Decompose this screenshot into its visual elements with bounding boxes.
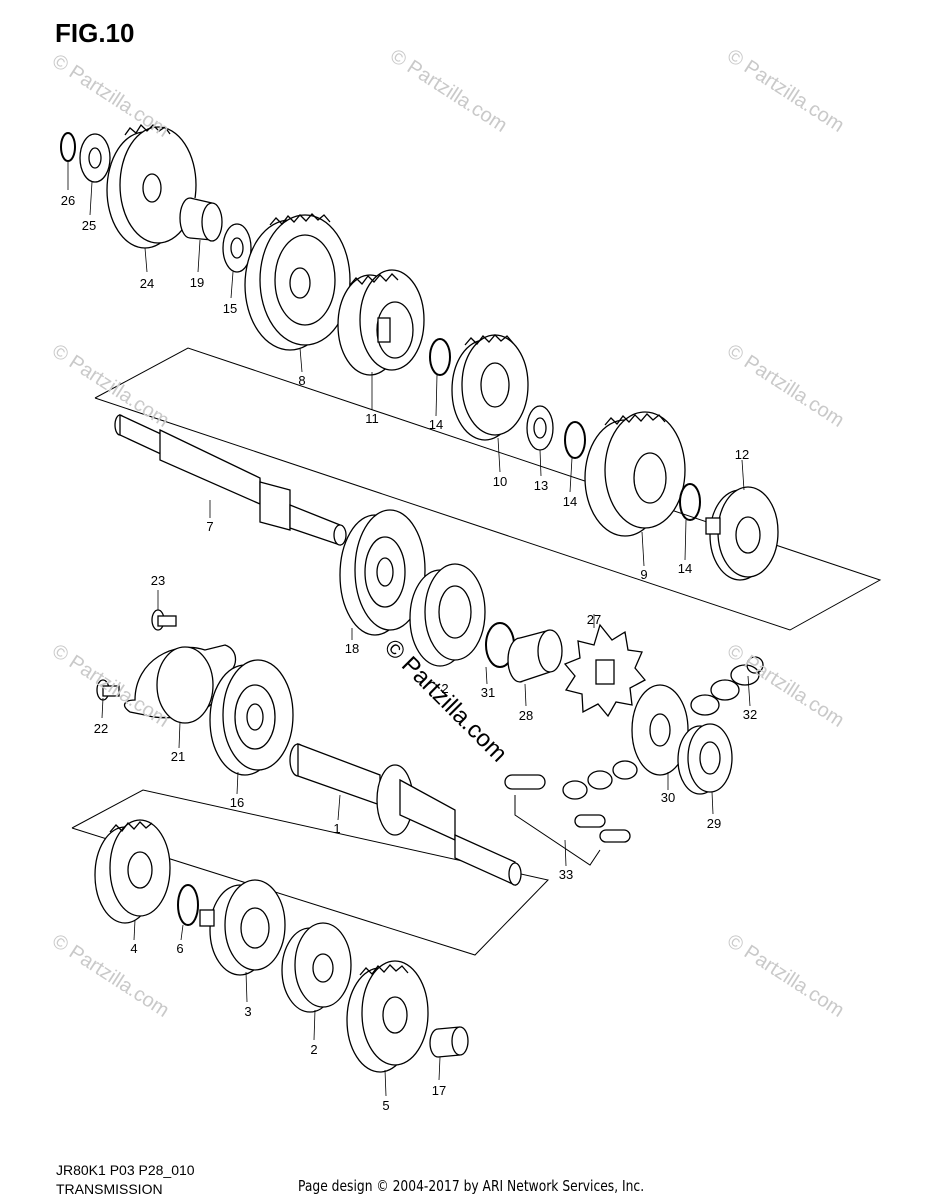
callout-27: 27 <box>586 612 602 627</box>
callout-10: 10 <box>492 474 508 489</box>
part-24-gear <box>106 123 197 249</box>
callout-26: 26 <box>60 193 76 208</box>
part-4-gear <box>94 819 171 924</box>
callout-14: 14 <box>428 417 444 432</box>
part-17-bushing <box>429 1026 469 1058</box>
callout-23: 23 <box>150 573 166 588</box>
part-28-spacer <box>507 629 563 683</box>
part-14-circlip-b <box>564 421 586 459</box>
part-7-countershaft <box>114 413 347 546</box>
leader-lines <box>67 162 751 1097</box>
callout-14: 14 <box>562 494 578 509</box>
part-3-gear <box>199 879 286 976</box>
page-credit: Page design © 2004-2017 by ARI Network S… <box>298 1177 645 1195</box>
callout-22: 22 <box>93 721 109 736</box>
diagram-subtitle: TRANSMISSION <box>56 1181 163 1197</box>
callout-33: 33 <box>558 867 574 882</box>
part-32-chain <box>690 656 764 716</box>
part-8-gear <box>244 213 351 351</box>
part-15-washer <box>222 223 252 273</box>
part-9-gear <box>584 411 686 537</box>
callout-18: 18 <box>344 641 360 656</box>
part-25-washer <box>79 133 111 183</box>
callout-1: 1 <box>333 821 341 836</box>
callout-7: 7 <box>206 519 214 534</box>
callout-17: 17 <box>431 1083 447 1098</box>
part-11-gear <box>337 269 425 376</box>
diagram-code: JR80K1 P03 P28_010 <box>56 1162 195 1178</box>
callout-2: 2 <box>310 1042 318 1057</box>
part-14-circlip-a <box>429 338 451 376</box>
group-frame-upper <box>94 347 882 631</box>
part-14-circlip-c <box>679 483 701 521</box>
callout-13: 13 <box>533 478 549 493</box>
part-13-lock-washer <box>526 405 554 451</box>
figure-title: FIG.10 <box>55 18 135 48</box>
part-19-bushing <box>179 197 223 242</box>
part-29-seal <box>677 723 733 795</box>
callout-8: 8 <box>298 373 306 388</box>
part-16-bearing <box>209 659 294 776</box>
callout-16: 16 <box>229 795 245 810</box>
part-1-mainshaft <box>289 743 522 887</box>
callout-3: 3 <box>244 1004 252 1019</box>
part-18-bearing <box>339 509 426 636</box>
callout-28: 28 <box>518 708 534 723</box>
callout-15: 15 <box>222 301 238 316</box>
group-frame-lower <box>71 789 549 956</box>
callout-4: 4 <box>130 941 138 956</box>
callout-24: 24 <box>139 276 155 291</box>
part-seal <box>409 563 486 667</box>
callout-29: 29 <box>706 816 722 831</box>
part-33-chain-joint <box>504 760 638 843</box>
part-26-circlip <box>60 132 76 162</box>
callout-19: 19 <box>189 275 205 290</box>
part-5-gear <box>346 960 429 1073</box>
callout-5: 5 <box>382 1098 390 1113</box>
part-6-circlip <box>177 884 199 926</box>
part-12-gear <box>705 486 779 581</box>
part-2-gear <box>281 922 352 1013</box>
callout-11: 11 <box>365 411 379 426</box>
part-23-screw <box>151 609 177 631</box>
callout-25: 25 <box>81 218 97 233</box>
callout-21: 21 <box>170 749 186 764</box>
group-frame-chain <box>514 795 601 866</box>
part-21-retainer <box>123 644 237 724</box>
part-30-lock-washer <box>631 684 689 776</box>
callout-30: 30 <box>660 790 676 805</box>
callout-31: 31 <box>480 685 496 700</box>
callout-32: 32 <box>742 707 758 722</box>
part-27-sprocket <box>563 623 647 718</box>
callout-2: 2 <box>441 681 449 696</box>
callout-12: 12 <box>734 447 750 462</box>
part-10-gear <box>451 334 529 441</box>
callout-6: 6 <box>176 941 184 956</box>
callout-14: 14 <box>677 561 693 576</box>
callout-9: 9 <box>640 567 648 582</box>
